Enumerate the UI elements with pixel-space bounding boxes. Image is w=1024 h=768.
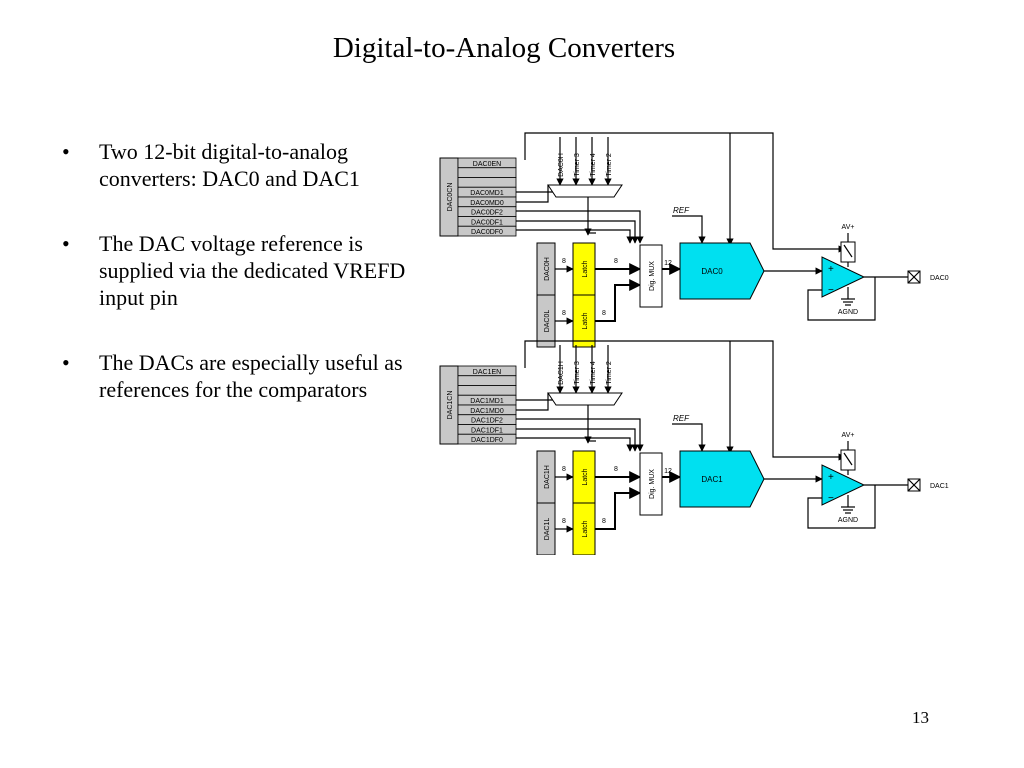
- bus-width-label: 8: [562, 518, 566, 525]
- wire-ref: [672, 215, 706, 244]
- page-number: 13: [912, 708, 929, 727]
- digital-mux-label: Dig. MUX: [649, 261, 656, 291]
- mux-input-label: Timer 3: [574, 153, 581, 177]
- cn-register-label: DAC0CN: [447, 183, 454, 212]
- wire-mode-feedback: [524, 340, 846, 461]
- output-pin-label: DAC0: [930, 275, 949, 282]
- mux-input-label: Timer 2: [606, 153, 613, 177]
- wire-df-bit: [516, 428, 639, 452]
- cn-bit-label: DAC0EN: [473, 161, 501, 168]
- opamp-minus-label: −: [828, 285, 834, 296]
- cn-bit-label: DAC1DF0: [471, 437, 503, 444]
- trigger-mux: [547, 392, 623, 406]
- latch-label: Latch: [582, 520, 589, 537]
- cn-bit-cell: [457, 385, 517, 396]
- output-opamp: [821, 464, 866, 506]
- slide-title: Digital-to-Analog Converters: [332, 32, 676, 64]
- dac-block: [679, 242, 765, 300]
- ground-label: AGND: [838, 309, 858, 316]
- mux-input-label: Timer 4: [590, 153, 597, 177]
- bus-latch-mux: [595, 279, 642, 322]
- wire-df-bit: [516, 229, 634, 244]
- bus-width-label: 8: [602, 518, 606, 525]
- bus-width-label: 8: [602, 310, 606, 317]
- digital-mux: [639, 244, 663, 308]
- trigger-mux: [547, 184, 623, 198]
- dac-label: DAC0: [701, 267, 723, 276]
- bus-width-label: 8: [562, 310, 566, 317]
- supply-label: AV+: [842, 432, 855, 439]
- high-register-label: DAC1H: [544, 465, 551, 489]
- wire-md-bits: [516, 185, 549, 203]
- wire-md-bits: [516, 393, 549, 411]
- cn-bit-cell: [457, 375, 517, 386]
- cn-bit-label: DAC0DF0: [471, 229, 503, 236]
- cn-bit-label: DAC0MD1: [470, 190, 504, 197]
- cn-register-label: DAC1CN: [447, 391, 454, 420]
- latch-label: Latch: [582, 468, 589, 485]
- bus-width-label: 8: [614, 258, 618, 265]
- supply-label: AV+: [842, 224, 855, 231]
- mux-input-label: Timer 3: [574, 361, 581, 385]
- ref-label: REF: [673, 414, 690, 423]
- digital-mux-label: Dig. MUX: [649, 469, 656, 499]
- digital-mux: [639, 452, 663, 516]
- bullet-item: The DAC voltage reference is supplied vi…: [62, 230, 412, 311]
- output-pin-label: DAC1: [930, 483, 949, 490]
- cn-bit-label: DAC0DF2: [471, 210, 503, 217]
- dac-block: [679, 450, 765, 508]
- wire-df-bit: [516, 437, 634, 452]
- wire-df-bit: [516, 220, 639, 244]
- bus-width-label: 8: [614, 466, 618, 473]
- cn-bit-label: DAC1MD0: [470, 408, 504, 415]
- bullet-item: The DACs are especially useful as refere…: [62, 349, 412, 403]
- bus-width-label: 8: [562, 466, 566, 473]
- output-pin-mark: [907, 270, 921, 284]
- ground-label: AGND: [838, 517, 858, 524]
- mux-input-label: DAC1H: [558, 361, 565, 385]
- wire-opamp-feedback: [807, 485, 876, 529]
- mux-input-label: Timer 4: [590, 361, 597, 385]
- dac-bus-width-label: 12: [664, 260, 672, 267]
- cn-bit-label: DAC1DF2: [471, 418, 503, 425]
- cn-bit-label: DAC1MD1: [470, 398, 504, 405]
- low-register-label: DAC1L: [544, 518, 551, 541]
- cn-bit-cell: [457, 433, 517, 445]
- low-register-label: DAC0L: [544, 310, 551, 333]
- latch-label: Latch: [582, 312, 589, 329]
- opamp-plus-label: +: [828, 472, 834, 483]
- bullet-list: Two 12-bit digital-to-analog converters:…: [62, 138, 412, 441]
- cn-bit-cell: [457, 225, 517, 237]
- wire-opamp-feedback: [807, 277, 876, 321]
- mux-input-label: Timer 2: [606, 361, 613, 385]
- switch-contact: [843, 452, 853, 466]
- cn-bit-label: DAC1EN: [473, 369, 501, 376]
- latch-label: Latch: [582, 260, 589, 277]
- dac-label: DAC1: [701, 475, 723, 484]
- mux-input-label: DAC0H: [558, 153, 565, 177]
- output-pin-mark: [907, 478, 921, 492]
- cn-bit-label: DAC0MD0: [470, 200, 504, 207]
- opamp-plus-label: +: [828, 264, 834, 275]
- opamp-minus-label: −: [828, 493, 834, 504]
- wire-ref: [672, 423, 706, 452]
- dac-bus-width-label: 12: [664, 468, 672, 475]
- output-opamp: [821, 256, 866, 298]
- bus-width-label: 8: [562, 258, 566, 265]
- cn-bit-label: DAC1DF1: [471, 427, 503, 434]
- wire-df-bit: [516, 418, 644, 452]
- ref-label: REF: [673, 206, 690, 215]
- cn-bit-cell: [457, 177, 517, 188]
- switch-contact: [843, 244, 853, 258]
- bullet-item: Two 12-bit digital-to-analog converters:…: [62, 138, 412, 192]
- cn-bit-label: DAC0DF1: [471, 219, 503, 226]
- dac-channel-0: DAC0CN DAC0EN DAC0MD1DAC0MD0DAC0DF2DAC0DF1…: [439, 132, 949, 348]
- cn-bit-cell: [457, 167, 517, 178]
- wire-df-bit: [516, 210, 644, 244]
- wire-mode-feedback: [524, 132, 846, 253]
- high-register-label: DAC0H: [544, 257, 551, 281]
- dac-block-diagram: DAC0CN DAC0EN DAC0MD1DAC0MD0DAC0DF2DAC0DF1…: [439, 132, 949, 555]
- dac-channel-1: DAC1CN DAC1EN DAC1MD1DAC1MD0DAC1DF2DAC1DF1…: [439, 340, 949, 555]
- bus-latch-mux: [595, 487, 642, 530]
